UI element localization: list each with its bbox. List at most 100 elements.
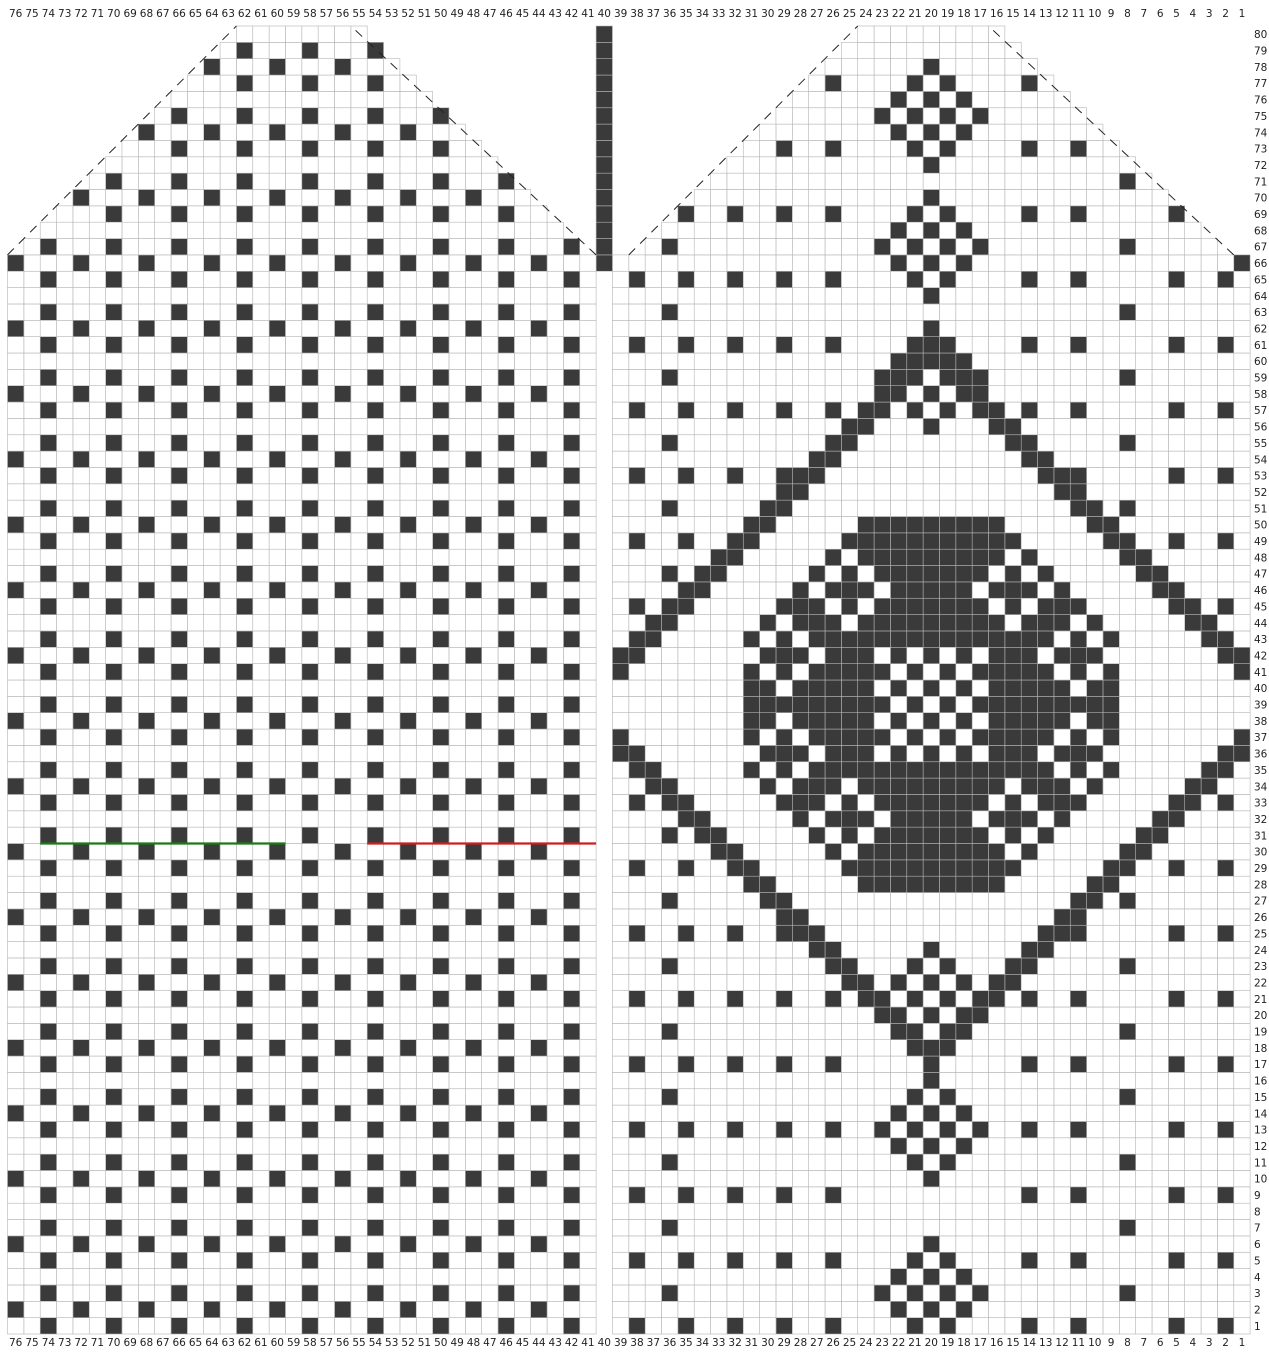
stitch-cell [858, 320, 874, 336]
stitch-cell [841, 991, 857, 1007]
stitch-cell [711, 1318, 727, 1334]
stitch-cell [57, 517, 73, 533]
stitch-cell [1054, 582, 1070, 598]
stitch-cell [874, 680, 890, 696]
stitch-cell [939, 1236, 955, 1252]
stitch-cell [858, 762, 874, 778]
stitch-cell [956, 1089, 972, 1105]
stitch-cell [939, 925, 955, 941]
stitch-cell [236, 680, 252, 696]
stitch-cell [220, 1187, 236, 1203]
stitch-cell [236, 484, 252, 500]
stitch-cell [335, 1089, 351, 1105]
stitch-cell [629, 320, 645, 336]
stitch-cell [989, 533, 1005, 549]
stitch-cell [939, 1203, 955, 1219]
stitch-cell [171, 991, 187, 1007]
stitch-cell [89, 844, 105, 860]
stitch-cell [253, 418, 269, 434]
stitch-cell [351, 517, 367, 533]
stitch-cell [1087, 598, 1103, 614]
stitch-cell [171, 1154, 187, 1170]
stitch-cell [220, 582, 236, 598]
stitch-cell [1119, 598, 1135, 614]
stitch-cell [1168, 1023, 1184, 1039]
stitch-cell [841, 1252, 857, 1268]
stitch-cell [122, 451, 138, 467]
stitch-cell [433, 517, 449, 533]
stitch-cell [760, 582, 776, 598]
stitch-cell [1136, 1285, 1152, 1301]
stitch-cell [122, 582, 138, 598]
stitch-cell [433, 337, 449, 353]
stitch-cell [236, 713, 252, 729]
stitch-cell [8, 745, 24, 761]
stitch-cell [1087, 1171, 1103, 1187]
stitch-cell [269, 288, 285, 304]
stitch-cell [760, 664, 776, 680]
stitch-cell [760, 353, 776, 369]
stitch-cell [1038, 958, 1054, 974]
stitch-cell [24, 1269, 40, 1285]
stitch-cell [187, 958, 203, 974]
stitch-cell [449, 925, 465, 941]
stitch-cell [809, 533, 825, 549]
stitch-cell [1103, 386, 1119, 402]
stitch-cell [907, 304, 923, 320]
stitch-cell [220, 991, 236, 1007]
stitch-cell [1038, 598, 1054, 614]
stitch-cell [792, 1089, 808, 1105]
stitch-cell [335, 1040, 351, 1056]
stitch-cell [384, 1154, 400, 1170]
stitch-cell [285, 615, 301, 631]
stitch-cell [580, 958, 596, 974]
stitch-cell [367, 778, 383, 794]
stitch-cell [433, 680, 449, 696]
stitch-cell [809, 1154, 825, 1170]
stitch-cell [449, 680, 465, 696]
stitch-cell [416, 1056, 432, 1072]
stitch-cell [89, 664, 105, 680]
stitch-cell [547, 647, 563, 663]
stitch-cell [302, 1023, 318, 1039]
stitch-cell [694, 500, 710, 516]
stitch-cell [1021, 517, 1037, 533]
stitch-cell [629, 1318, 645, 1334]
stitch-cell [727, 598, 743, 614]
stitch-cell [384, 631, 400, 647]
stitch-cell [236, 909, 252, 925]
stitch-cell [711, 467, 727, 483]
stitch-cell [155, 1171, 171, 1187]
stitch-cell [890, 1138, 906, 1154]
stitch-cell [956, 271, 972, 287]
stitch-cell [40, 942, 56, 958]
stitch-cell [694, 1040, 710, 1056]
stitch-cell [57, 1105, 73, 1121]
stitch-cell [645, 467, 661, 483]
stitch-cell [825, 1007, 841, 1023]
stitch-cell [1234, 435, 1250, 451]
stitch-cell [776, 958, 792, 974]
stitch-cell [743, 500, 759, 516]
stitch-cell [792, 467, 808, 483]
stitch-cell [939, 1089, 955, 1105]
stitch-cell [155, 418, 171, 434]
stitch-cell [155, 337, 171, 353]
stitch-cell [1070, 1040, 1086, 1056]
stitch-cell [1070, 762, 1086, 778]
stitch-cell [8, 451, 24, 467]
stitch-cell [776, 1236, 792, 1252]
stitch-cell [645, 696, 661, 712]
stitch-cell [645, 1318, 661, 1334]
stitch-cell [236, 1220, 252, 1236]
stitch-cell [269, 1236, 285, 1252]
stitch-cell [956, 435, 972, 451]
stitch-cell [106, 1154, 122, 1170]
stitch-cell [302, 533, 318, 549]
stitch-cell [400, 517, 416, 533]
stitch-cell [1234, 1301, 1250, 1317]
stitch-cell [1005, 320, 1021, 336]
stitch-cell [449, 435, 465, 451]
stitch-cell [890, 729, 906, 745]
stitch-cell [956, 467, 972, 483]
